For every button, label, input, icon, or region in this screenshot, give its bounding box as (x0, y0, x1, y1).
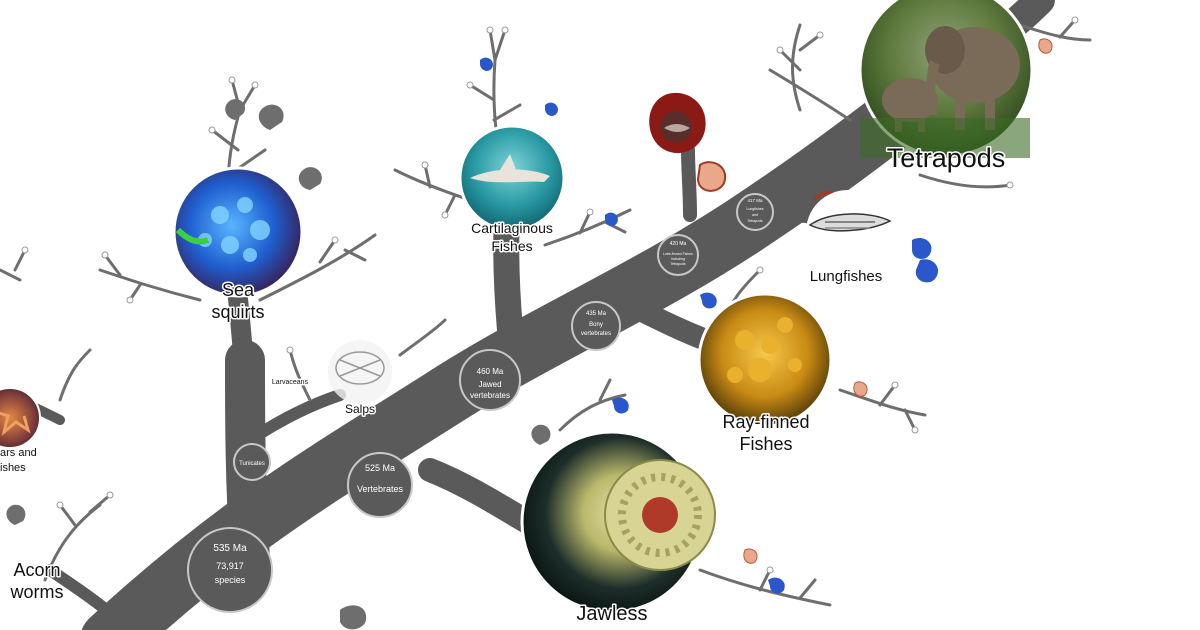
clade-lungfishes[interactable] (806, 190, 892, 274)
node-vertebrates[interactable]: 525 Ma Vertebrates (347, 452, 413, 518)
blue-leaf (605, 212, 618, 226)
elephant-image (882, 26, 1020, 132)
vertebrates-name: Vertebrates (357, 484, 404, 494)
blue-leaf (700, 292, 717, 309)
clade-cartilaginous-fishes[interactable] (458, 124, 566, 232)
sea-squirts-label-line1: Sea (222, 280, 255, 300)
node-root[interactable]: 535 Ma 73,917 species (187, 527, 273, 613)
tetrapods-label: Tetrapods (887, 143, 1006, 173)
blue-leaf (915, 259, 939, 283)
jawless-label: Jawless (576, 603, 647, 625)
twigs (0, 18, 1092, 607)
peach-leaf-large (696, 161, 727, 192)
gray-leaf (225, 99, 246, 120)
node-tunicates[interactable]: Tunicates (233, 443, 271, 481)
seahorse-image (727, 317, 802, 383)
node-bony-vertebrates[interactable]: 435 Ma Bony vertebrates (571, 301, 621, 351)
coelacanth-bubble (649, 92, 706, 154)
buds (21, 16, 1079, 574)
gray-leaf (531, 424, 551, 445)
jawed-name-line2: vertebrates (470, 391, 510, 400)
blue-leaf (545, 102, 558, 116)
vertebrates-age: 525 Ma (365, 463, 395, 473)
peach-leaf (853, 381, 868, 397)
acorn-worms-label-line2: worms (10, 582, 64, 602)
bony-name-line2: vertebrates (581, 331, 611, 337)
salp-image (335, 351, 385, 385)
lungtetra-age: 417 Ma (747, 198, 763, 203)
lungtetra-name-line2: and (752, 213, 758, 217)
blue-leaf (912, 237, 932, 259)
jawed-name-line1: Jawed (478, 380, 501, 389)
sea-stars-label-line1: ars and (0, 447, 37, 459)
clade-ray-finned-fishes[interactable] (697, 292, 833, 428)
shark-image (470, 154, 550, 183)
lobe-name-line1: Lobe-finned Fishes (663, 252, 693, 256)
jawed-age: 460 Ma (477, 367, 504, 376)
gray-leaf (258, 104, 284, 130)
clade-tetrapods[interactable] (858, 0, 1034, 158)
clade-jawless[interactable] (520, 430, 716, 614)
blue-leaf (768, 577, 785, 594)
leaves (6, 38, 1053, 630)
gray-leaf (340, 605, 367, 630)
clade-salps[interactable] (328, 340, 392, 404)
ray-finned-label-line1: Ray-finned (722, 412, 809, 432)
lobe-name-line3: Tetrapods (670, 262, 686, 266)
bony-name-line1: Bony (589, 322, 603, 328)
clade-sea-squirts[interactable] (172, 166, 304, 298)
node-lobe-finned[interactable]: 420 Ma Lobe-finned Fishes including Tetr… (657, 234, 699, 276)
root-species-count: 73,917 (216, 561, 244, 571)
sea-stars-label-line2: ishes (0, 462, 26, 474)
lamprey-mouth-image (604, 459, 716, 571)
sea-squirts-label-line2: squirts (211, 302, 264, 322)
ray-finned-label-line2: Fishes (739, 434, 792, 454)
clade-sea-stars[interactable] (0, 387, 41, 449)
bony-age: 435 Ma (586, 311, 607, 317)
larvaceans-label: Larvaceans (272, 379, 309, 386)
lungfishes-label: Lungfishes (810, 268, 883, 285)
acorn-worms-label-line1: Acorn (13, 560, 60, 580)
gray-leaf (298, 167, 322, 190)
gray-leaf (6, 504, 26, 525)
tunicates-name: Tunicates (239, 461, 265, 467)
root-species-label: species (215, 575, 246, 585)
node-jawed-vertebrates[interactable]: 460 Ma Jawed vertebrates (459, 349, 521, 411)
cartilaginous-label-line2: Fishes (491, 238, 532, 254)
blue-leaf (480, 57, 493, 71)
lungfish-image (808, 213, 892, 232)
lobe-age: 420 Ma (670, 241, 687, 247)
cartilaginous-label-line1: Cartilaginous (471, 220, 553, 236)
lobe-name-line2: including (671, 257, 685, 261)
peach-leaf (743, 548, 758, 564)
root-age: 535 Ma (213, 543, 247, 554)
lungtetra-name-line1: Lungfishes (747, 207, 764, 211)
node-lungfish-tetrapods[interactable]: 417 Ma Lungfishes and Tetrapods (736, 193, 774, 231)
salps-label: Salps (345, 402, 375, 416)
peach-leaf (1038, 38, 1053, 54)
sea-squirt-image (198, 197, 270, 262)
lungtetra-name-line3: Tetrapods (747, 219, 763, 223)
blue-leaf (612, 397, 629, 414)
